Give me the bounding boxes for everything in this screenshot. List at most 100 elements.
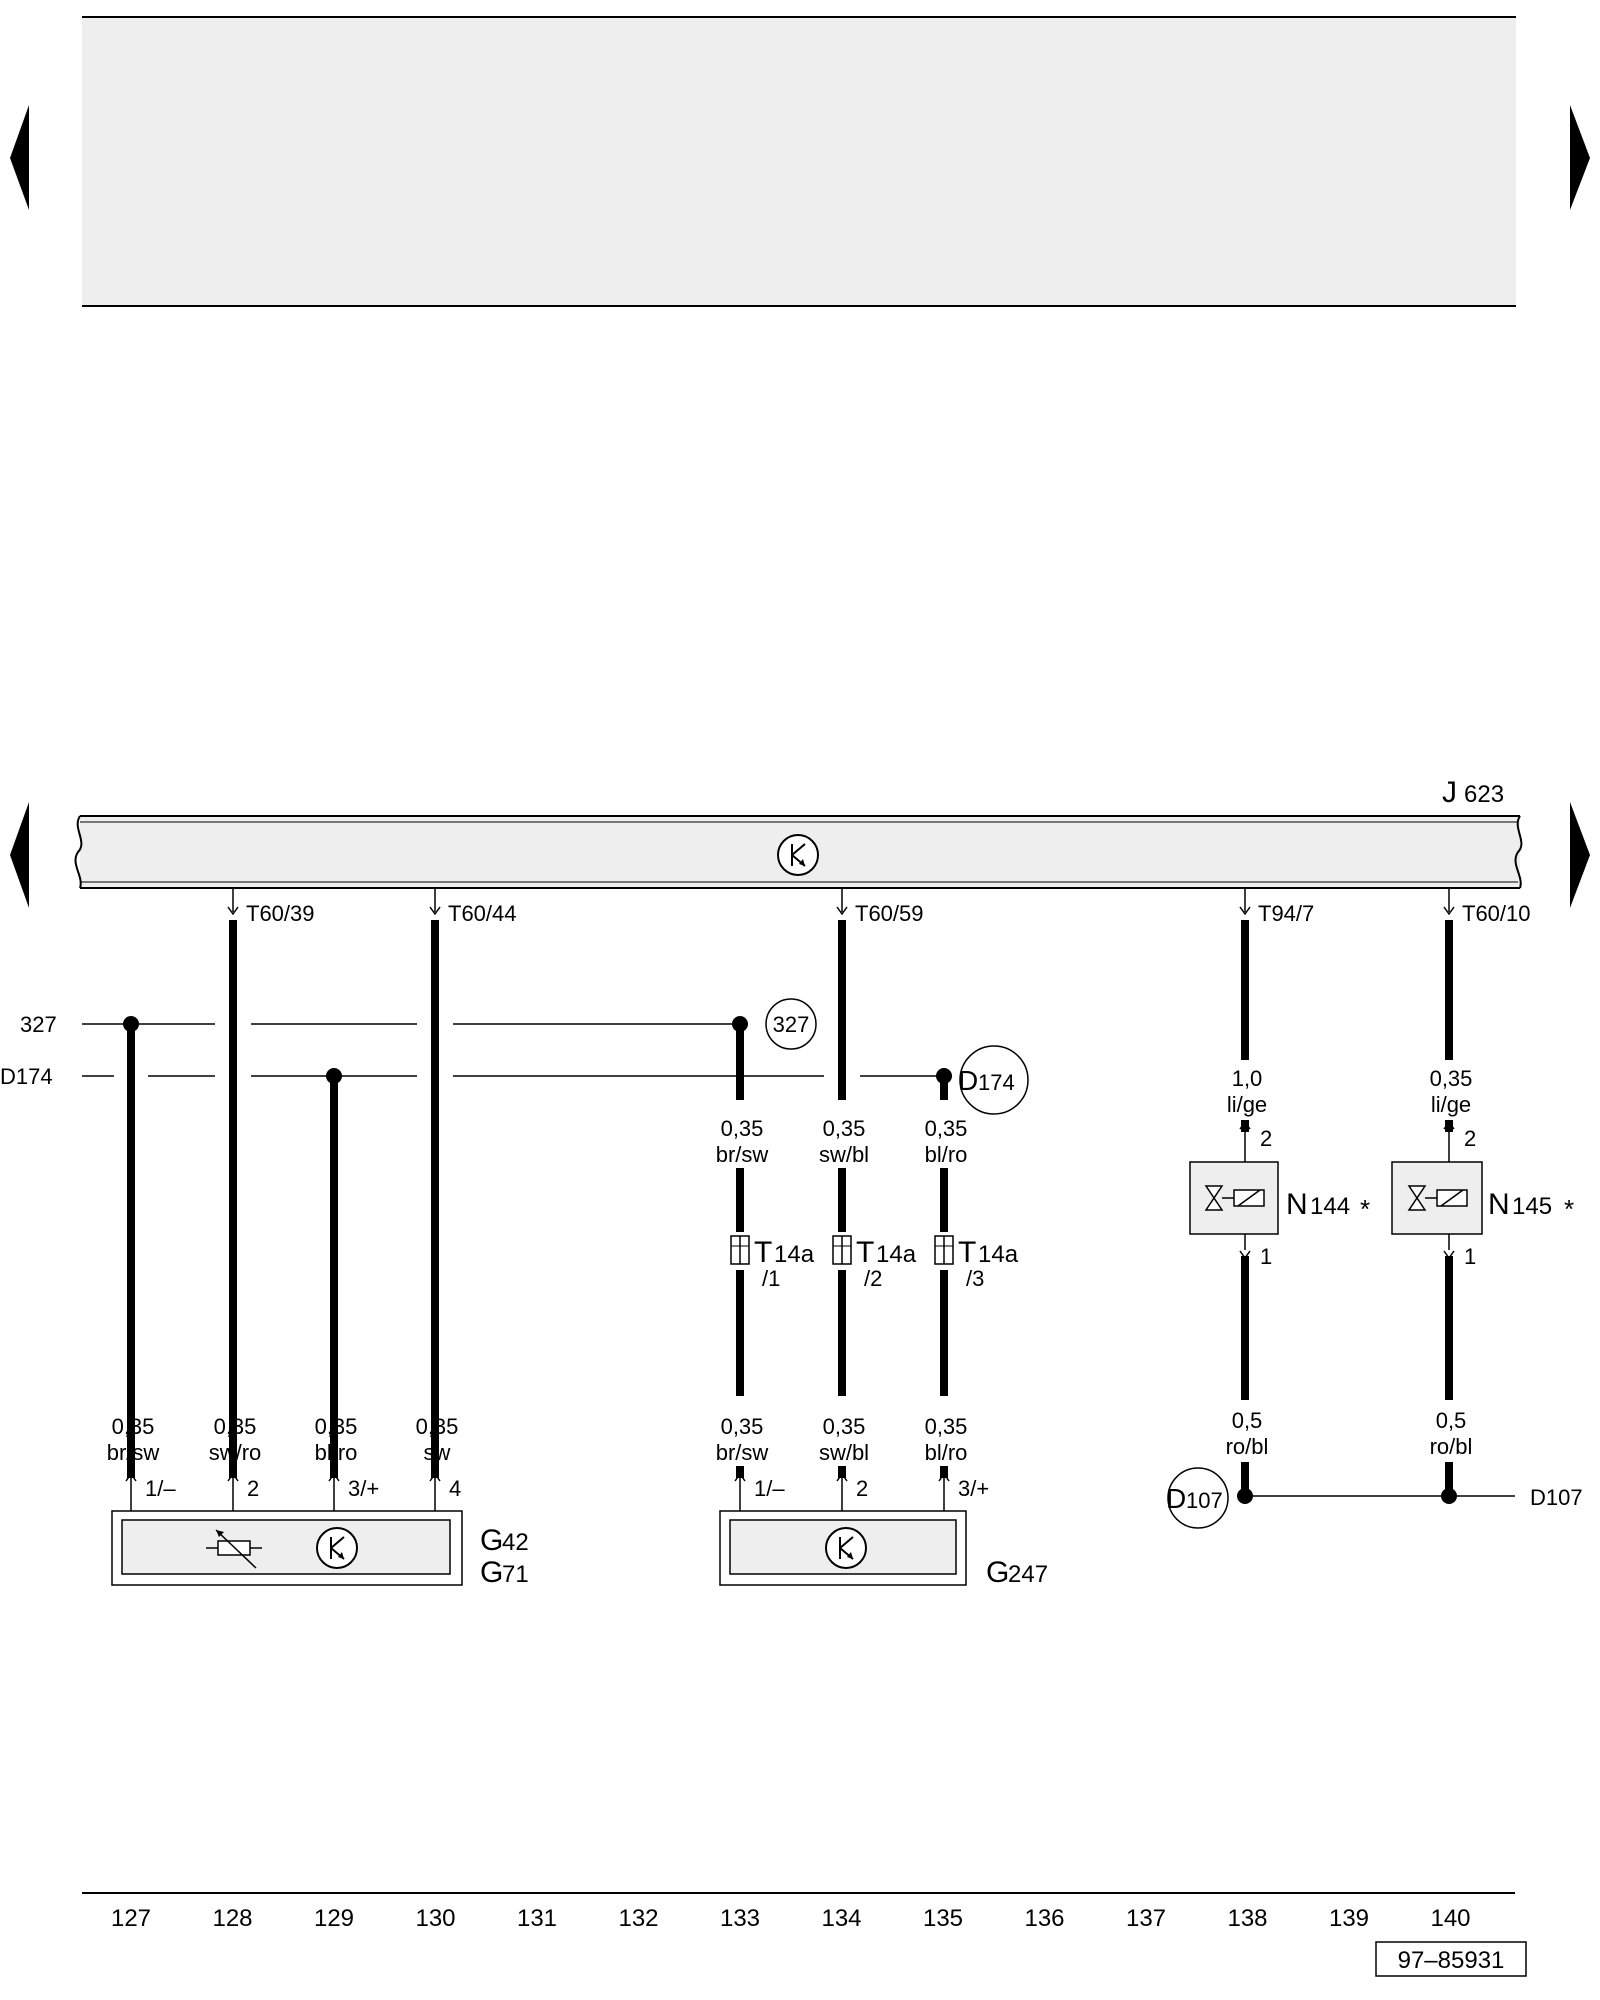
- wire-size: 0,35: [721, 1414, 764, 1439]
- pin-label-t60-39: T60/39: [246, 901, 315, 926]
- ref-d107: D 107: [1166, 1467, 1229, 1529]
- ref-327: 327: [765, 998, 817, 1050]
- conn-sub: 14a: [978, 1241, 1019, 1268]
- conn-sub: 14a: [774, 1241, 815, 1268]
- ecu-j623: J 623: [74, 776, 1523, 889]
- track-number: 131: [517, 1905, 557, 1932]
- solenoid-valve-icon: [1204, 1185, 1265, 1211]
- comp-sub: 145: [1512, 1193, 1552, 1220]
- sensor-g42-g71: G 42 G 71: [111, 1510, 529, 1589]
- pin-label-t60-59: T60/59: [855, 901, 924, 926]
- wire-color: br/sw: [107, 1440, 160, 1465]
- comp-label: N: [1488, 1188, 1510, 1221]
- wire-size: 0,35: [416, 1414, 459, 1439]
- wire-size: 0,35: [112, 1414, 155, 1439]
- wire-size: 0,35: [1430, 1066, 1473, 1091]
- nav-left-icon[interactable]: [10, 105, 29, 210]
- line-label-327: 327: [20, 1012, 57, 1037]
- pin-number: 3/+: [958, 1476, 989, 1501]
- comp-sub: 247: [1008, 1561, 1048, 1588]
- nav-right-icon[interactable]: [1570, 802, 1590, 908]
- valve-n145: 2 1 N 145 *: [1391, 1121, 1574, 1269]
- pin-number: 1: [1260, 1244, 1272, 1269]
- variable-resistor-icon: [206, 1529, 262, 1569]
- solenoid-valve-icon: [1407, 1185, 1468, 1211]
- track-number: 129: [314, 1905, 354, 1932]
- wire-color: bl/ro: [925, 1142, 968, 1167]
- wire-size: 0,5: [1232, 1408, 1263, 1433]
- svg-text:D: D: [958, 1065, 978, 1096]
- svg-text:107: 107: [1186, 1488, 1223, 1513]
- line-label-d107: D107: [1530, 1485, 1583, 1510]
- pin-number: 2: [247, 1476, 259, 1501]
- wire-color: sw: [424, 1440, 451, 1465]
- pin-number: 2: [1260, 1126, 1272, 1151]
- pin-number: 1/–: [145, 1476, 176, 1501]
- conn-name: T: [958, 1236, 976, 1269]
- svg-text:D: D: [1166, 1483, 1186, 1514]
- track-number: 134: [821, 1905, 861, 1932]
- pin-number: 2: [856, 1476, 868, 1501]
- conn-name: T: [856, 1236, 874, 1269]
- svg-text:327: 327: [773, 1012, 810, 1037]
- wire-color: br/sw: [716, 1440, 769, 1465]
- track-number: 133: [720, 1905, 760, 1932]
- wire-color: li/ge: [1431, 1092, 1471, 1117]
- figure-id-box: 97–85931: [1375, 1941, 1527, 1977]
- sensor-g247: G 247: [719, 1510, 1048, 1589]
- pin-label-t94-7: T94/7: [1258, 901, 1314, 926]
- wire-color: sw/bl: [819, 1142, 869, 1167]
- conn-pin: /3: [966, 1266, 984, 1291]
- track-number: 138: [1227, 1905, 1267, 1932]
- line-label-d174: D174: [0, 1064, 53, 1089]
- comp-mark: *: [1360, 1194, 1370, 1224]
- wires: [127, 920, 1453, 1496]
- sensor-symbol-icon: [825, 1527, 867, 1569]
- pin-number: 3/+: [348, 1476, 379, 1501]
- wire-size: 0,35: [823, 1116, 866, 1141]
- pin-number: 1/–: [754, 1476, 785, 1501]
- connector-t14a: [730, 1235, 954, 1265]
- wire-size: 1,0: [1232, 1066, 1263, 1091]
- comp-sub: 71: [502, 1561, 529, 1588]
- wire-color: br/sw: [716, 1142, 769, 1167]
- wire-size: 0,35: [823, 1414, 866, 1439]
- wire-color: sw/ro: [209, 1440, 262, 1465]
- wire-size: 0,35: [315, 1414, 358, 1439]
- ecu-label: J: [1442, 776, 1457, 809]
- conn-pin: /1: [762, 1266, 780, 1291]
- wire-color: bl/ro: [315, 1440, 358, 1465]
- track-number: 140: [1430, 1905, 1470, 1932]
- svg-text:174: 174: [978, 1070, 1015, 1095]
- wire-color: ro/bl: [1430, 1434, 1473, 1459]
- wire-size: 0,35: [925, 1414, 968, 1439]
- track-number: 137: [1126, 1905, 1166, 1932]
- track-number: 132: [618, 1905, 658, 1932]
- conn-name: T: [754, 1236, 772, 1269]
- valve-n144: 2 1 N 144 *: [1189, 1121, 1370, 1269]
- track-number: 127: [111, 1905, 151, 1932]
- figure-id: 97–85931: [1398, 1947, 1505, 1974]
- track-number: 135: [923, 1905, 963, 1932]
- comp-label: G: [480, 1556, 503, 1589]
- wire-size: 0,35: [925, 1116, 968, 1141]
- sensor-symbol-icon: [316, 1527, 358, 1569]
- pin-number: 1: [1464, 1244, 1476, 1269]
- ecu-pins: [227, 888, 1455, 915]
- conn-sub: 14a: [876, 1241, 917, 1268]
- nav-left-icon[interactable]: [10, 802, 29, 908]
- wire-size: 0,5: [1436, 1408, 1467, 1433]
- track-number: 128: [212, 1905, 252, 1932]
- nav-right-icon[interactable]: [1570, 105, 1590, 210]
- pin-label-t60-10: T60/10: [1462, 901, 1531, 926]
- wire-color: li/ge: [1227, 1092, 1267, 1117]
- track-number: 139: [1329, 1905, 1369, 1932]
- ecu-sub: 623: [1464, 781, 1504, 808]
- track-number: 136: [1024, 1905, 1064, 1932]
- comp-sub: 42: [502, 1529, 529, 1556]
- comp-sub: 144: [1310, 1193, 1350, 1220]
- wire-color: ro/bl: [1226, 1434, 1269, 1459]
- wire-size: 0,35: [214, 1414, 257, 1439]
